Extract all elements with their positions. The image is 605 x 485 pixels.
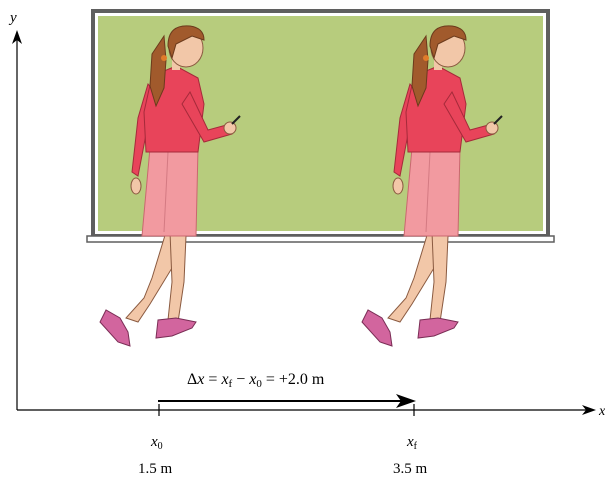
y-axis-arrowhead: [12, 30, 22, 44]
equation-delta: Δ: [187, 371, 197, 388]
equation-minus: −: [232, 371, 249, 388]
x-axis-label: x: [598, 404, 605, 419]
equation-x: x: [196, 371, 204, 388]
equation-f-subscript: f: [229, 378, 233, 390]
displacement-arrow: [158, 394, 416, 408]
equation-zero-subscript: 0: [256, 378, 262, 390]
chalk-ledge: [86, 235, 555, 243]
equation-x0: x: [248, 371, 256, 388]
initial-position-symbol: x0: [150, 434, 163, 452]
y-axis-label: y: [8, 10, 17, 26]
final-position-symbol: xf: [406, 434, 418, 452]
equation-xf: x: [220, 371, 228, 388]
x-axis-arrowhead: [582, 405, 596, 415]
initial-position-value: 1.5 m: [138, 461, 173, 477]
final-position-value: 3.5 m: [393, 461, 428, 477]
y-axis: y: [8, 10, 22, 410]
equation-value: +2.0 m: [279, 371, 325, 388]
equation-equals-2: =: [262, 371, 279, 388]
displacement-equation: Δx = xf − x0 = +2.0 m: [187, 371, 325, 390]
x-axis: x: [17, 404, 605, 419]
equation-equals-1: =: [204, 371, 221, 388]
